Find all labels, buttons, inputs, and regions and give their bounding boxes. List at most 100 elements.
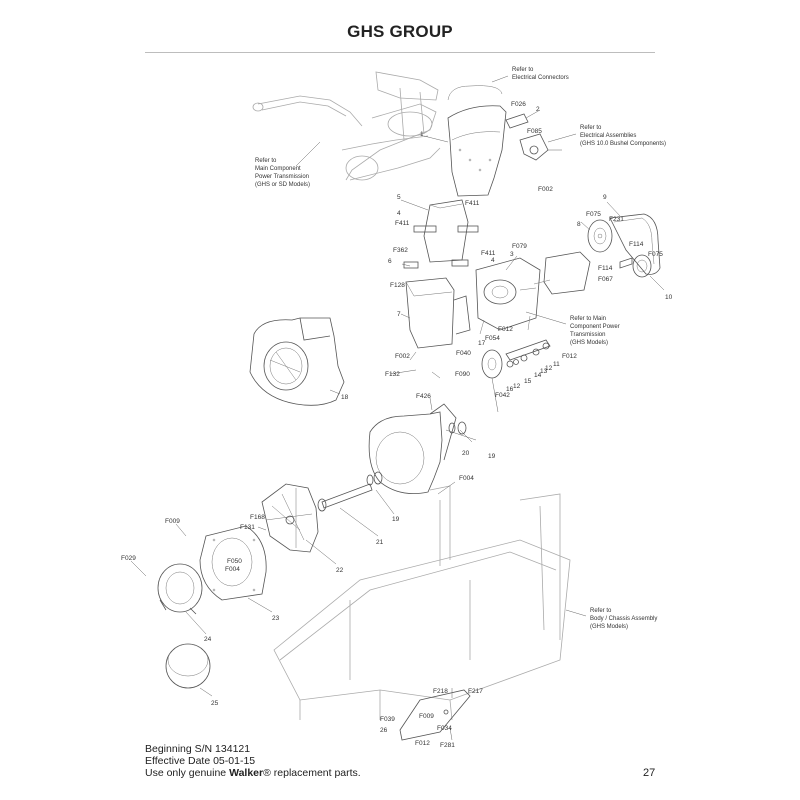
svg-text:Power Transmission: Power Transmission (255, 174, 309, 180)
part-impeller (261, 483, 373, 553)
svg-text:7: 7 (397, 311, 401, 318)
part-fan-housing-rear (249, 317, 345, 406)
svg-text:F004: F004 (225, 566, 240, 573)
svg-text:F075: F075 (648, 251, 663, 258)
svg-text:F042: F042 (495, 392, 510, 399)
svg-text:F067: F067 (598, 276, 613, 283)
svg-text:16: 16 (506, 386, 514, 393)
callout-labels: 1 2 F026 F085 F002 5 4 F411 F411 F411 4 … (121, 101, 673, 749)
svg-text:F012: F012 (498, 326, 513, 333)
page-number: 27 (643, 767, 656, 779)
svg-text:F009: F009 (165, 518, 180, 525)
part-gearbox (475, 251, 591, 335)
page-title: GHS GROUP (347, 22, 453, 41)
svg-text:F002: F002 (538, 186, 553, 193)
title-rule (145, 52, 655, 53)
svg-text:F090: F090 (455, 371, 470, 378)
svg-text:Electrical Connectors: Electrical Connectors (512, 75, 569, 81)
svg-text:19: 19 (392, 516, 400, 523)
part-fan-housing-front (366, 403, 467, 495)
note-body-chassis: Refer to Body / Chassis Assembly (GHS Mo… (565, 608, 657, 630)
svg-text:F085: F085 (527, 128, 542, 135)
serial-number-line: Beginning S/N 134121 (145, 743, 251, 755)
part-lower-spout (405, 277, 471, 349)
note-electrical-connectors: Refer to Electrical Connectors (491, 67, 569, 83)
svg-text:25: 25 (211, 700, 219, 707)
svg-text:2: 2 (536, 106, 540, 113)
part-pulleys-belt (587, 213, 661, 278)
svg-text:F002: F002 (395, 353, 410, 360)
svg-text:23: 23 (272, 615, 280, 622)
svg-text:9: 9 (603, 194, 607, 201)
footer-info: Beginning S/N 134121 Effective Date 05-0… (145, 743, 361, 779)
svg-text:Component Power: Component Power (570, 324, 620, 330)
note-electrical-assemblies: Refer to Electrical Assemblies (GHS 10.0… (547, 125, 666, 147)
svg-text:5: 5 (397, 194, 401, 201)
svg-text:6: 6 (388, 258, 392, 265)
svg-text:(GHS Models): (GHS Models) (590, 624, 628, 630)
svg-text:19: 19 (488, 453, 496, 460)
svg-text:14: 14 (534, 372, 542, 379)
svg-text:F217: F217 (468, 688, 483, 695)
svg-text:Transmission: Transmission (570, 332, 605, 338)
svg-text:F075: F075 (586, 211, 601, 218)
svg-text:12: 12 (545, 365, 553, 372)
effective-date-line: Effective Date 05-01-15 (145, 755, 256, 767)
svg-text:F168: F168 (250, 514, 265, 521)
svg-text:F029: F029 (121, 555, 136, 562)
svg-text:22: 22 (336, 567, 344, 574)
svg-text:15: 15 (524, 378, 532, 385)
svg-text:21: 21 (376, 539, 384, 546)
genuine-parts-line: Use only genuine Walker® replacement par… (145, 767, 361, 779)
svg-text:Refer to: Refer to (255, 158, 277, 164)
ghost-chassis (273, 485, 571, 721)
svg-text:F034: F034 (437, 725, 452, 732)
svg-text:(GHS or SD Models): (GHS or SD Models) (255, 182, 310, 188)
svg-text:F411: F411 (395, 220, 410, 227)
svg-text:11: 11 (553, 361, 560, 368)
svg-text:24: 24 (204, 636, 212, 643)
svg-text:F362: F362 (393, 247, 408, 254)
svg-text:3: 3 (510, 251, 514, 258)
svg-text:(GHS 10.0 Bushel Components): (GHS 10.0 Bushel Components) (580, 141, 666, 147)
svg-text:13: 13 (540, 368, 548, 375)
part-lower-bracket (399, 688, 471, 741)
svg-text:F004: F004 (459, 475, 474, 482)
svg-text:F040: F040 (456, 350, 471, 357)
svg-text:F079: F079 (512, 243, 527, 250)
svg-text:Main Component: Main Component (255, 166, 301, 172)
part-upper-chute (447, 105, 507, 197)
svg-text:F012: F012 (562, 353, 577, 360)
svg-text:F231: F231 (609, 216, 624, 223)
svg-text:F131: F131 (240, 524, 255, 531)
svg-text:F411: F411 (481, 250, 496, 257)
part-intake-rings (157, 563, 211, 689)
svg-text:4: 4 (491, 257, 495, 264)
svg-text:F132: F132 (385, 371, 400, 378)
svg-text:F114: F114 (629, 241, 644, 248)
svg-text:F050: F050 (227, 558, 242, 565)
svg-text:Refer to: Refer to (580, 125, 602, 131)
svg-text:F026: F026 (511, 101, 526, 108)
svg-text:26: 26 (380, 727, 388, 734)
brand-name: Walker (229, 767, 264, 779)
svg-text:F114: F114 (598, 265, 613, 272)
svg-text:F012: F012 (415, 740, 430, 747)
callout-leader-lines (130, 109, 665, 697)
svg-text:Electrical Assemblies: Electrical Assemblies (580, 133, 636, 139)
svg-text:20: 20 (462, 450, 470, 457)
svg-text:1: 1 (420, 131, 424, 138)
svg-text:8: 8 (577, 221, 581, 228)
svg-text:F281: F281 (440, 742, 455, 749)
svg-text:18: 18 (341, 394, 349, 401)
note-main-component-left: Refer to Main Component Power Transmissi… (255, 141, 321, 188)
svg-text:(GHS Models): (GHS Models) (570, 340, 608, 346)
svg-text:Body / Chassis Assembly: Body / Chassis Assembly (590, 616, 657, 622)
svg-text:F009: F009 (419, 713, 434, 720)
svg-text:F426: F426 (416, 393, 431, 400)
svg-text:4: 4 (397, 210, 401, 217)
part-upper-spout (403, 199, 479, 269)
svg-text:10: 10 (665, 294, 673, 301)
svg-text:F411: F411 (465, 200, 480, 207)
note-main-component-right: Refer to Main Component Power Transmissi… (525, 311, 620, 346)
